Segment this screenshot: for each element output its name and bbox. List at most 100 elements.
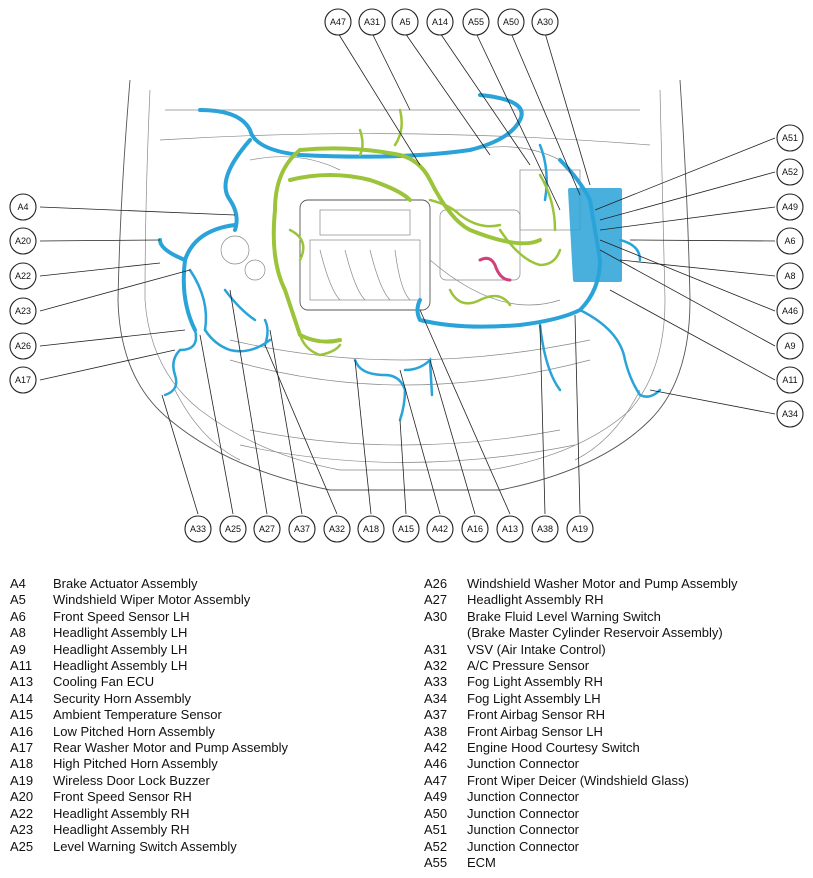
callout-a6[interactable]: A6 xyxy=(776,227,804,255)
leader-lines xyxy=(39,32,776,515)
legend-row: A13 Cooling Fan ECU xyxy=(10,674,288,690)
svg-text:A11: A11 xyxy=(782,375,797,385)
callout-a5[interactable]: A5 xyxy=(391,8,419,36)
callout-a9[interactable]: A9 xyxy=(776,332,804,360)
legend-code: A9 xyxy=(10,641,26,657)
callouts-right: A51 A52 A49 A6 A8 A46 A9 A11 A34 xyxy=(776,124,804,428)
svg-text:A6: A6 xyxy=(784,236,795,246)
callout-a4[interactable]: A4 xyxy=(9,193,37,221)
callout-a30[interactable]: A30 xyxy=(531,8,559,36)
legend-row: A14 Security Horn Assembly xyxy=(10,691,288,707)
legend-desc: Front Speed Sensor LH xyxy=(53,608,190,624)
callout-a23[interactable]: A23 xyxy=(9,297,37,325)
legend-code: A6 xyxy=(10,608,26,624)
svg-text:A9: A9 xyxy=(784,341,795,351)
svg-text:A19: A19 xyxy=(572,524,588,534)
callout-a31[interactable]: A31 xyxy=(358,8,386,36)
svg-text:A18: A18 xyxy=(363,524,379,534)
legend-code: A23 xyxy=(10,822,34,838)
callout-a33[interactable]: A33 xyxy=(184,515,212,543)
red-wire-harness xyxy=(478,256,512,282)
legend-desc: Wireless Door Lock Buzzer xyxy=(53,772,210,788)
legend-row: A33 Fog Light Assembly RH xyxy=(424,674,737,690)
svg-text:A38: A38 xyxy=(537,524,553,534)
callout-a34[interactable]: A34 xyxy=(776,400,804,428)
svg-text:A37: A37 xyxy=(294,524,310,534)
legend-code: A5 xyxy=(10,592,26,608)
callout-a15[interactable]: A15 xyxy=(392,515,420,543)
legend-desc: VSV (Air Intake Control) xyxy=(467,641,606,657)
callout-a55[interactable]: A55 xyxy=(462,8,490,36)
legend-desc: Front Wiper Deicer (Windshield Glass) xyxy=(467,772,689,788)
legend-desc: Windshield Wiper Motor Assembly xyxy=(53,592,251,608)
callout-a22[interactable]: A22 xyxy=(9,262,37,290)
legend-code: A11 xyxy=(10,658,33,674)
legend-desc: Junction Connector xyxy=(467,838,580,854)
legend-desc: Fog Light Assembly RH xyxy=(467,674,603,690)
svg-text:A14: A14 xyxy=(432,17,448,27)
callout-a46[interactable]: A46 xyxy=(776,297,804,325)
legend-code: A20 xyxy=(10,789,34,805)
callout-a11[interactable]: A11 xyxy=(776,366,804,394)
legend-desc: Engine Hood Courtesy Switch xyxy=(467,740,640,756)
legend-desc: Headlight Assembly LH xyxy=(53,641,188,657)
legend-desc: (Brake Master Cylinder Reservoir Assembl… xyxy=(467,625,723,641)
callout-a27[interactable]: A27 xyxy=(253,515,281,543)
legend-desc: ECM xyxy=(467,854,496,870)
callout-a20[interactable]: A20 xyxy=(9,227,37,255)
legend-desc: Brake Fluid Level Warning Switch xyxy=(467,608,661,624)
legend-code: A32 xyxy=(424,658,448,674)
engine-compartment-diagram: A47 A31 A5 A14 A55 A50 A30 A4 A20 A22 A2… xyxy=(9,8,804,543)
callout-a38[interactable]: A38 xyxy=(531,515,559,543)
callout-a16[interactable]: A16 xyxy=(461,515,489,543)
legend-code: A8 xyxy=(10,625,26,641)
callouts-bottom: A33 A25 A27 A37 A32 A18 A15 A42 A16 A13 … xyxy=(184,515,594,543)
callout-a50[interactable]: A50 xyxy=(497,8,525,36)
svg-text:A42: A42 xyxy=(432,524,448,534)
callout-a18[interactable]: A18 xyxy=(357,515,385,543)
legend-code: A33 xyxy=(424,674,448,690)
legend-row: (Brake Master Cylinder Reservoir Assembl… xyxy=(424,625,737,641)
legend-code: A14 xyxy=(10,690,34,706)
callout-a51[interactable]: A51 xyxy=(776,124,804,152)
callout-a13[interactable]: A13 xyxy=(496,515,524,543)
svg-text:A8: A8 xyxy=(784,271,795,281)
legend-desc: Cooling Fan ECU xyxy=(53,674,155,690)
svg-text:A46: A46 xyxy=(782,306,798,316)
legend-desc: Security Horn Assembly xyxy=(53,690,191,706)
callout-a19[interactable]: A19 xyxy=(566,515,594,543)
legend-code: A55 xyxy=(424,854,448,870)
callout-a47[interactable]: A47 xyxy=(324,8,352,36)
legend-desc: Headlight Assembly LH xyxy=(53,625,188,641)
svg-text:A17: A17 xyxy=(15,375,31,385)
callout-a25[interactable]: A25 xyxy=(219,515,247,543)
legend-code: A13 xyxy=(10,674,34,690)
callout-a8[interactable]: A8 xyxy=(776,262,804,290)
svg-text:A23: A23 xyxy=(15,306,31,316)
svg-text:A33: A33 xyxy=(190,524,206,534)
callout-a14[interactable]: A14 xyxy=(426,8,454,36)
legend-desc: Low Pitched Horn Assembly xyxy=(53,723,215,739)
svg-text:A55: A55 xyxy=(468,17,484,27)
callout-a52[interactable]: A52 xyxy=(776,158,804,186)
callout-a37[interactable]: A37 xyxy=(288,515,316,543)
callout-a26[interactable]: A26 xyxy=(9,332,37,360)
legend-code xyxy=(424,625,467,641)
callout-a42[interactable]: A42 xyxy=(426,515,454,543)
callout-a49[interactable]: A49 xyxy=(776,193,804,221)
svg-text:A31: A31 xyxy=(364,17,380,27)
legend-desc: Front Airbag Sensor LH xyxy=(467,723,603,739)
callout-a32[interactable]: A32 xyxy=(323,515,351,543)
svg-text:A32: A32 xyxy=(329,524,345,534)
callout-a17[interactable]: A17 xyxy=(9,366,37,394)
legend-code: A50 xyxy=(424,805,448,821)
svg-text:A26: A26 xyxy=(15,341,31,351)
